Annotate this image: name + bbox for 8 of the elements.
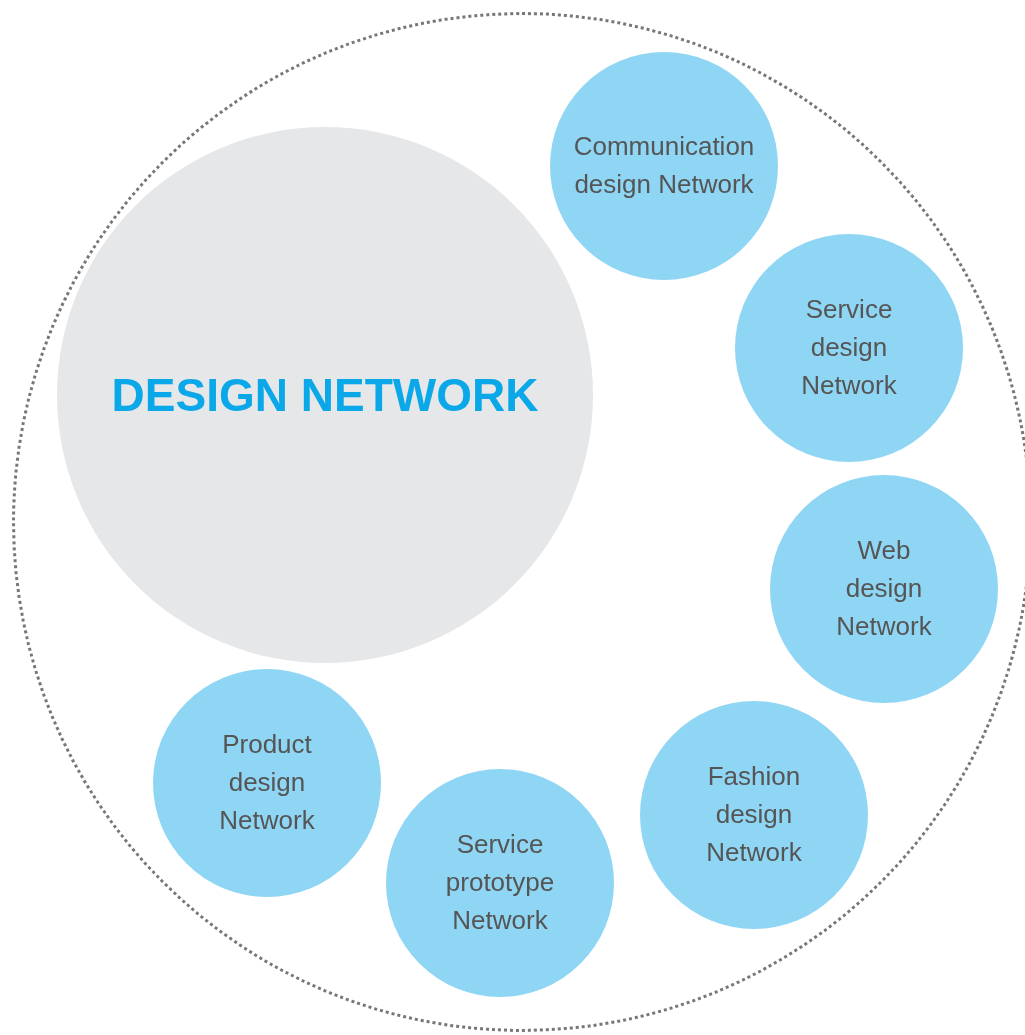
circle-label: Service prototype Network <box>445 828 555 937</box>
circle-label: Service design Network <box>801 293 897 402</box>
hub-title: DESIGN NETWORK <box>111 368 539 422</box>
circle-label: Fashion design Network <box>706 760 802 869</box>
circle-label: Web design Network <box>836 534 932 643</box>
circle-label: Communication design Network <box>573 130 755 201</box>
dotted-boundary-circle <box>12 12 1025 1032</box>
circle-label: Product design Network <box>219 728 315 837</box>
